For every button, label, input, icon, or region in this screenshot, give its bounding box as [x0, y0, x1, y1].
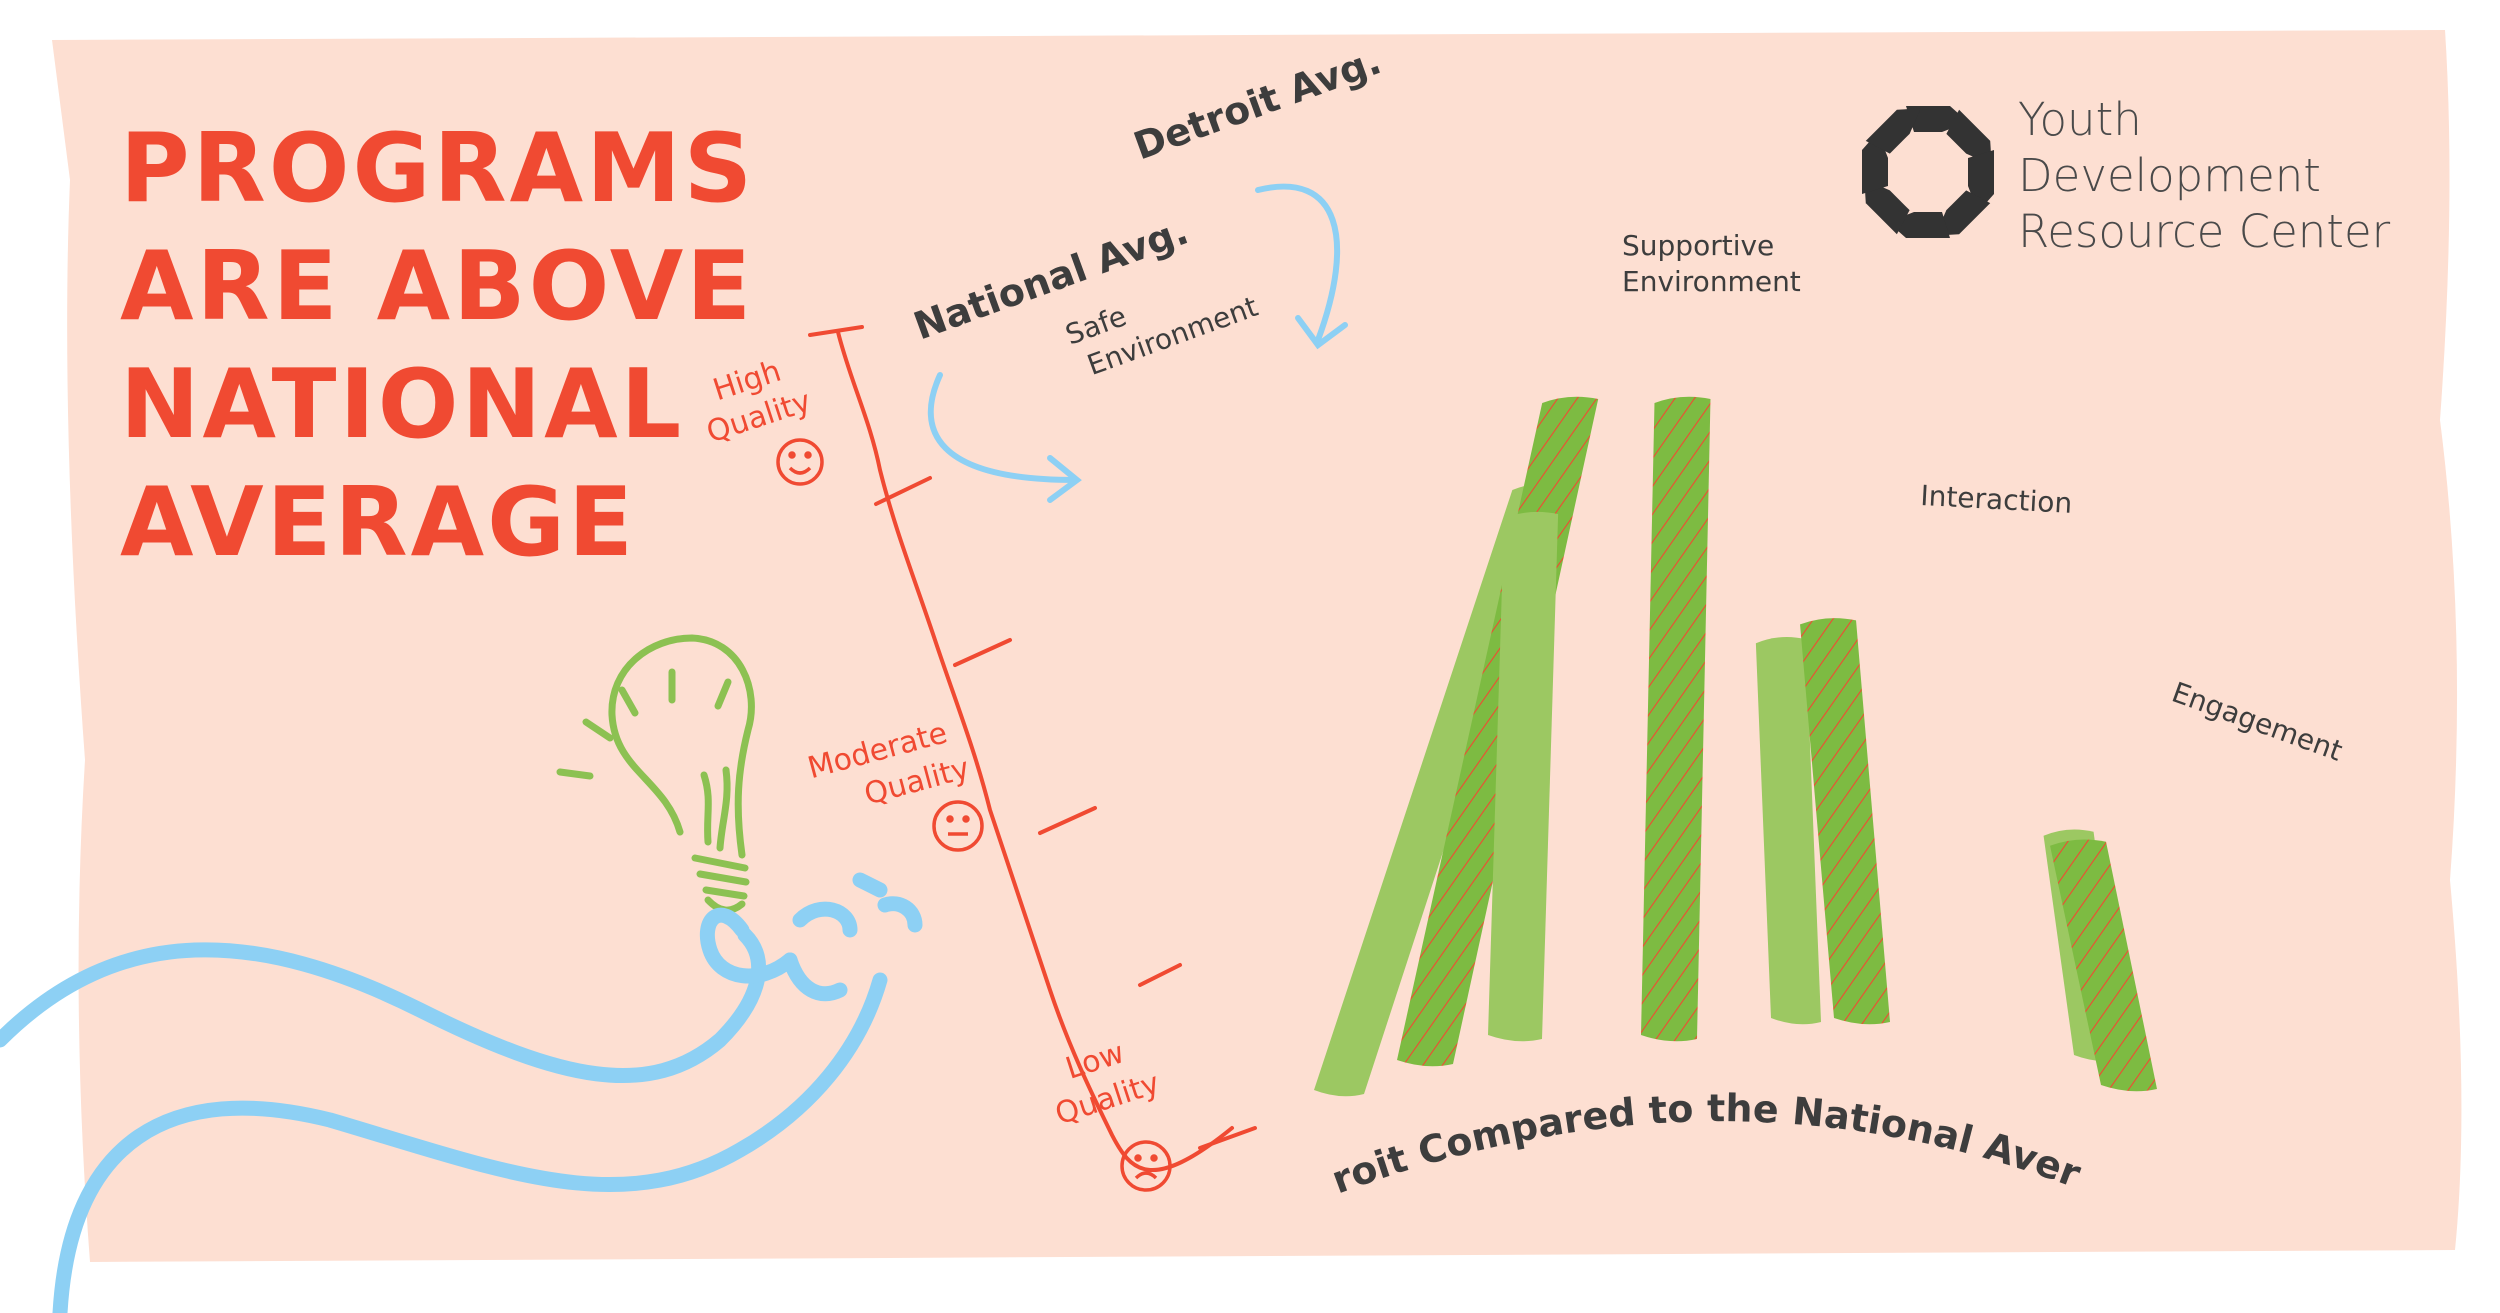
headline-line-2: ARE ABOVE [120, 232, 755, 342]
headline-line-4: AVERAGE [120, 468, 637, 578]
headline-line-3: NATIONAL [120, 350, 685, 460]
arrow-detroit-icon [1255, 183, 1348, 350]
headline: PROGRAMS ARE ABOVE NATIONAL AVERAGE [120, 110, 755, 582]
logo-wordmark: Youth Development Resource Center [2018, 92, 2390, 260]
bar-national-3 [1755, 637, 1821, 1025]
bar-detroit-4 [2050, 839, 2157, 1092]
logo-segment [1946, 109, 1992, 165]
hand-icon [0, 872, 923, 1313]
sad-face-icon [1120, 1140, 1172, 1192]
logo-segment [1864, 179, 1910, 235]
logo-segment [1865, 108, 1921, 154]
headline-line-1: PROGRAMS [120, 114, 756, 224]
category-label-3: Interaction [1920, 479, 2073, 520]
lightbulb-icon [556, 634, 755, 914]
bar-detroit-3 [1800, 618, 1890, 1025]
arrow-national-icon [927, 372, 1082, 503]
neutral-face-icon [932, 800, 984, 852]
hexagon-ring-icon [1862, 106, 1994, 238]
bar-area [1314, 396, 2157, 1097]
logo-line-2: Development [2018, 149, 2321, 202]
happy-face-icon [776, 438, 824, 486]
logo-segment [1935, 190, 1991, 236]
logo-line-1: Youth [2018, 93, 2142, 146]
bar-detroit-2 [1641, 396, 1711, 1042]
bar-national-2 [1488, 511, 1559, 1042]
logo-line-3: Resource Center [2018, 205, 2391, 258]
quality-scale-axis [808, 325, 1257, 1172]
